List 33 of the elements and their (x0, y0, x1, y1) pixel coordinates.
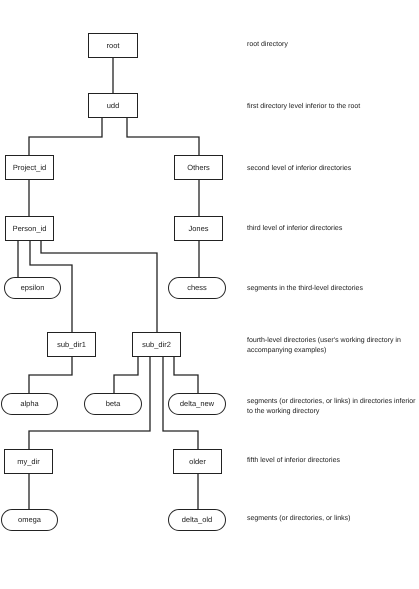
directory-box (5, 216, 54, 241)
directory-box (88, 93, 138, 118)
connector-line (28, 180, 30, 216)
segment-pill (84, 393, 142, 415)
segment-pill (1, 393, 58, 415)
connector-line (17, 241, 19, 277)
directory-box (5, 155, 54, 180)
connector-line (28, 357, 151, 449)
connector-line (40, 241, 158, 332)
segment-pill (168, 393, 226, 415)
connector-line (198, 180, 200, 216)
directory-box (174, 155, 223, 180)
segment-pill (4, 277, 61, 299)
directory-box (47, 332, 96, 357)
segment-pill (1, 509, 58, 531)
connector-line (162, 357, 199, 449)
directory-box (132, 332, 181, 357)
segment-pill (168, 277, 226, 299)
directory-box (174, 216, 223, 241)
directory-box (173, 449, 222, 474)
connector-line (28, 474, 30, 509)
connector-line (173, 357, 199, 393)
connector-line (29, 241, 73, 332)
connector-line (198, 241, 200, 277)
directory-box (88, 33, 138, 58)
connector-line (126, 118, 200, 155)
connector-line (113, 357, 139, 393)
connector-line (28, 118, 103, 155)
connector-line (197, 474, 199, 509)
segment-pill (168, 509, 226, 531)
connector-line (112, 58, 114, 93)
connector-line (28, 357, 73, 393)
directory-box (4, 449, 53, 474)
